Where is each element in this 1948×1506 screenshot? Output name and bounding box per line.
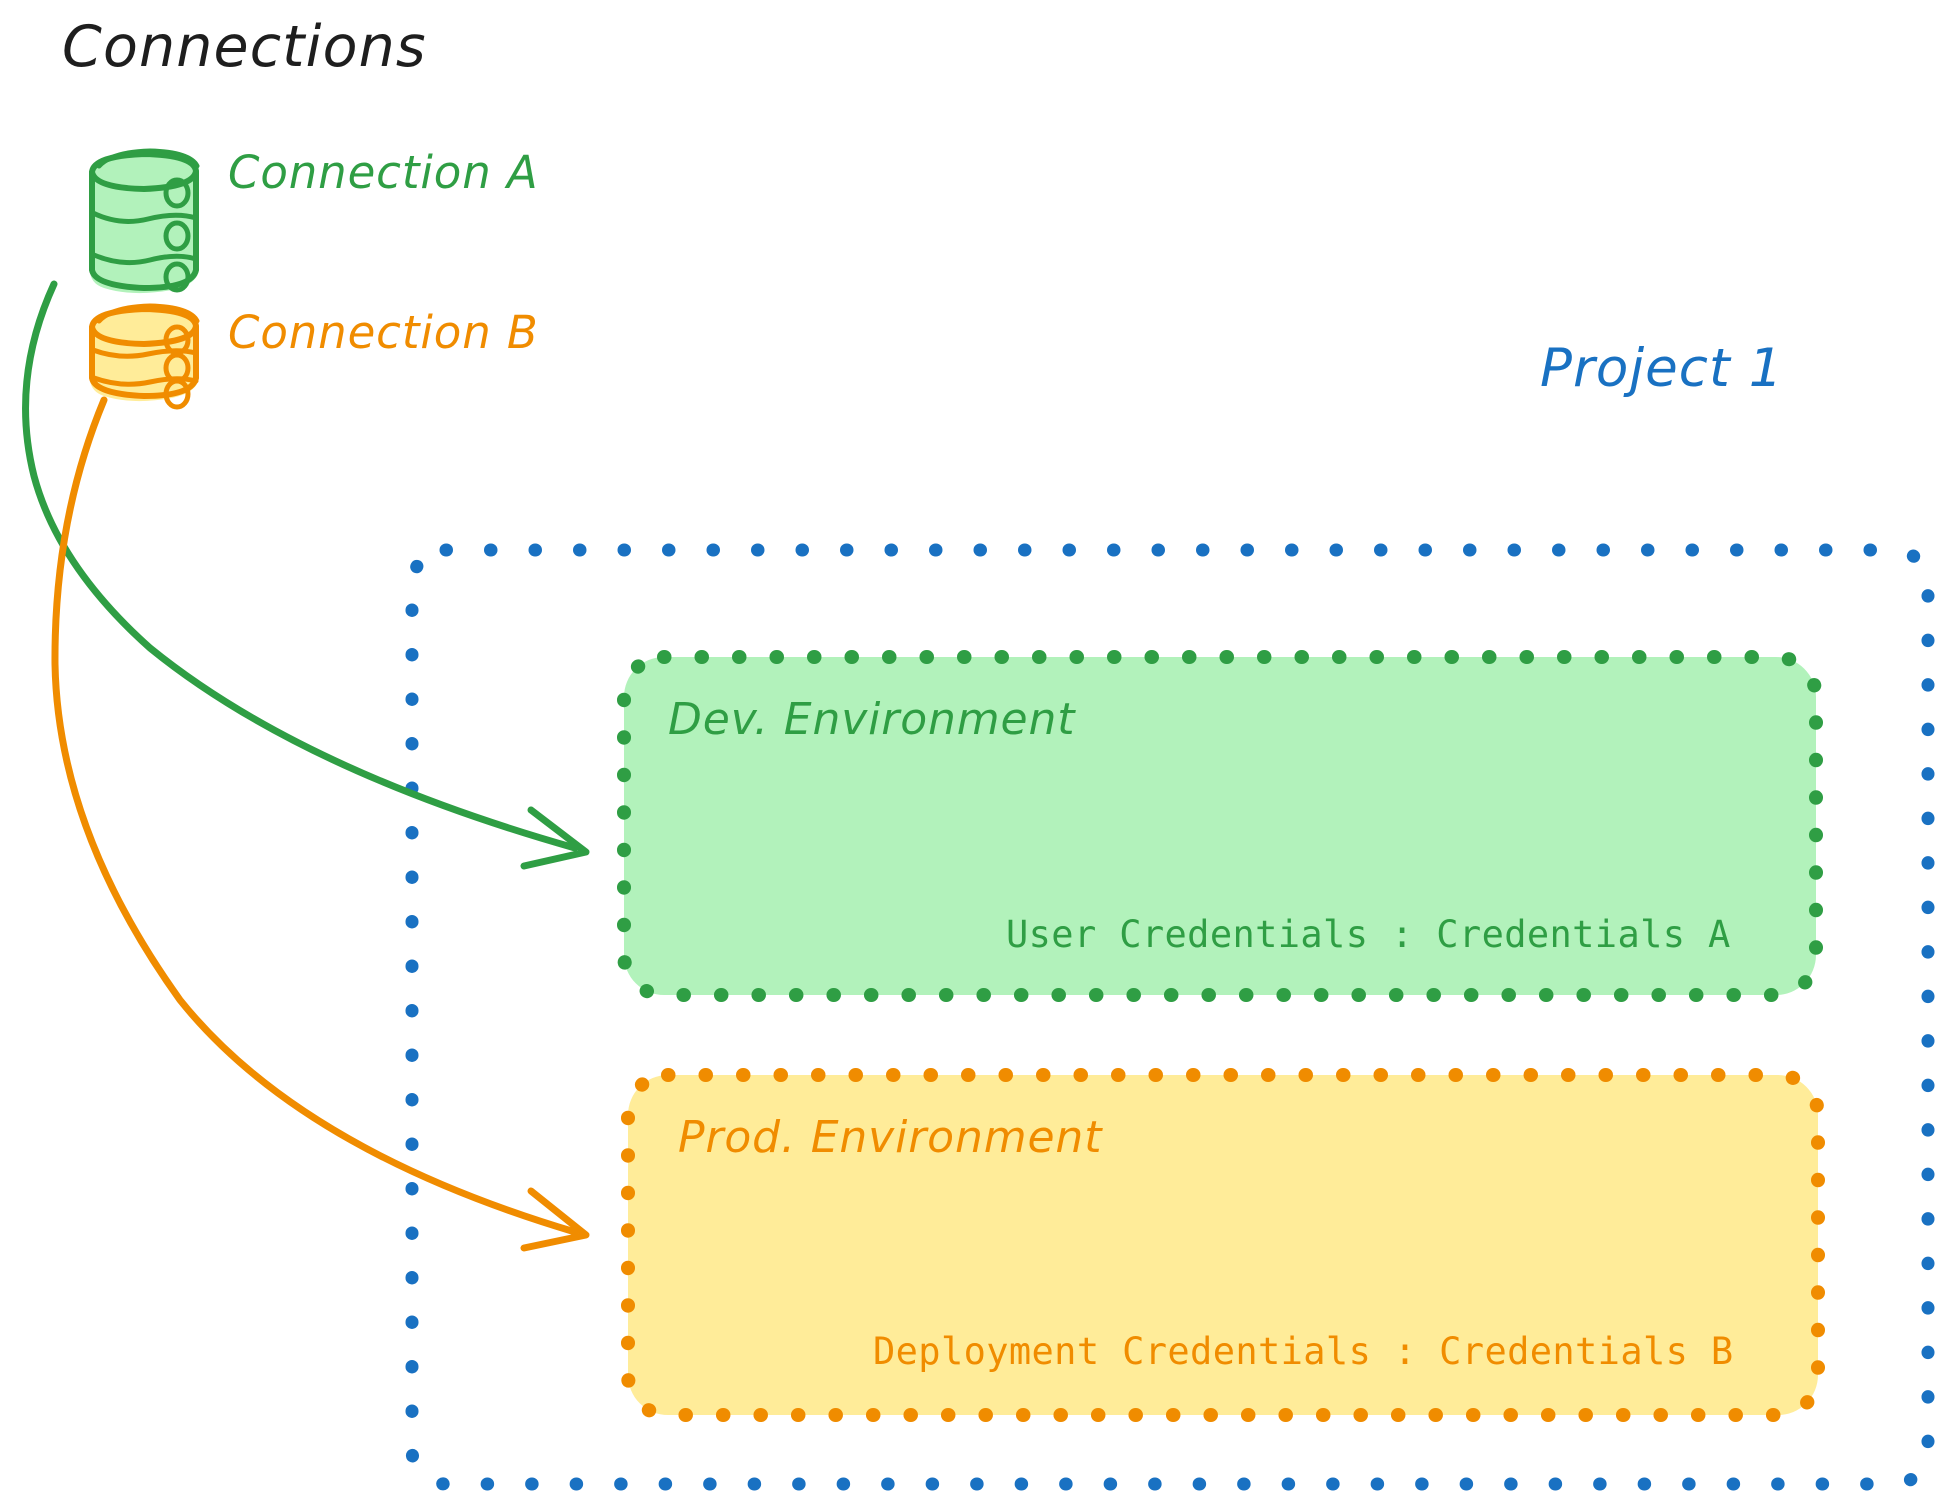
database-a-ring-1 — [90, 210, 199, 224]
project-title: Project 1 — [1540, 338, 1784, 399]
prod-environment-box[interactable] — [621, 1068, 1825, 1422]
page-title: Connections — [62, 14, 427, 80]
arrow-green-line — [22, 280, 579, 852]
database-a-led-1 — [163, 177, 191, 209]
database-b-top-sketch — [96, 303, 200, 324]
database-a-top-sketch — [96, 148, 200, 169]
arrow-connection-b-to-prod — [51, 396, 590, 1252]
database-icon-connection-a[interactable] — [88, 148, 200, 294]
dev-environment-credentials: User Credentials : Credentials A — [1006, 913, 1731, 956]
dev-environment-title: Dev. Environment — [668, 694, 1076, 745]
connection-a-label: Connection A — [228, 146, 539, 199]
project-container-border — [405, 543, 1935, 1491]
dev-environment-box[interactable] — [617, 650, 1823, 1002]
dev-environment-border — [617, 650, 1823, 1002]
database-a-body — [89, 169, 199, 291]
database-a-led-3 — [163, 261, 191, 293]
database-a-ring-2 — [91, 252, 199, 266]
arrow-orange-line — [51, 396, 579, 1236]
database-a-led-2 — [163, 220, 191, 252]
database-b-led-3 — [163, 378, 191, 410]
database-icon-connection-b[interactable] — [88, 303, 200, 410]
project-container[interactable] — [405, 543, 1935, 1491]
connection-b-label: Connection B — [228, 306, 539, 359]
prod-environment-fill — [628, 1075, 1818, 1415]
prod-environment-title: Prod. Environment — [678, 1112, 1103, 1163]
arrow-connection-a-to-dev — [22, 280, 590, 870]
dev-environment-fill — [624, 657, 1816, 995]
arrow-orange-head — [520, 1187, 590, 1252]
database-b-body — [89, 324, 199, 399]
prod-environment-credentials: Deployment Credentials : Credentials B — [873, 1330, 1734, 1373]
arrow-green-head — [520, 806, 590, 870]
